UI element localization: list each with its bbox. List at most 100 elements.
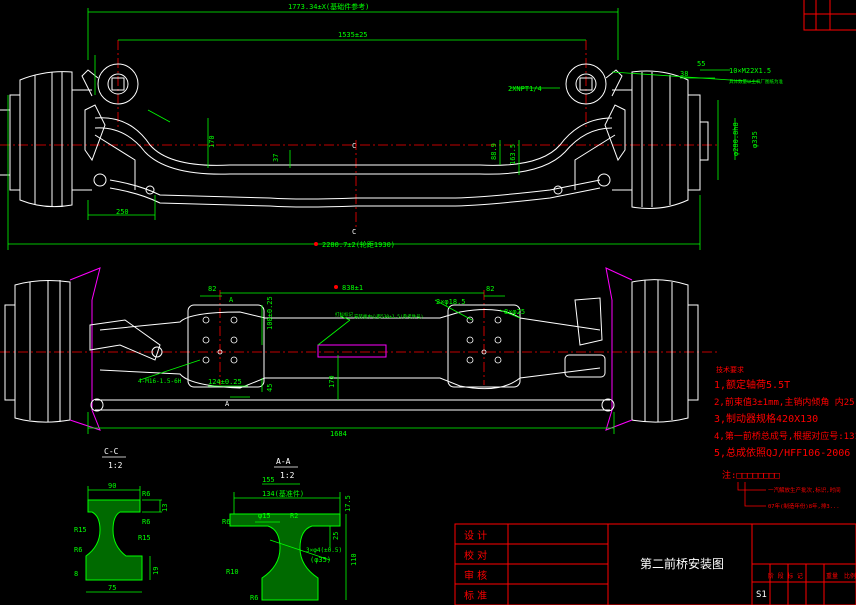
dim-aa-r10: R10 bbox=[226, 568, 239, 576]
dim-55: 55 bbox=[697, 60, 705, 68]
title-col-stage: 阶 段 标 记 bbox=[768, 572, 803, 580]
top-view-dimensions bbox=[7, 8, 761, 250]
title-block-grid bbox=[454, 523, 856, 605]
section-mark-c-top: C bbox=[352, 142, 356, 150]
dim-250: 250 bbox=[116, 208, 129, 216]
section-aa-title: A-A bbox=[276, 457, 291, 466]
dim-aa-17: 17.5 bbox=[344, 495, 352, 512]
dim-cc-75: 75 bbox=[108, 584, 116, 592]
dim-aa-25: 25 bbox=[332, 532, 340, 540]
tech-notes: 技术要求 1,额定轴荷5.5T 2,前束值3±1mm,主销内倾角 内25°±1°… bbox=[714, 365, 856, 510]
title-block: 设 计 校 对 审 核 标 准 第二前桥安装图 阶 段 标 记 重量 比例 S1 bbox=[454, 523, 856, 605]
section-aa: A-A 1:2 155 134(基准件) R6 R6 φ15 R2 3×φ4(±… bbox=[222, 457, 358, 602]
note-center-distance: 安装板中心距530±1.5(参考件号) bbox=[354, 313, 423, 320]
dim-m22: 10×M22X1.5 bbox=[729, 67, 771, 75]
section-mark-c-bottom: C bbox=[352, 228, 356, 236]
dim-124: 124±0.25 bbox=[208, 378, 242, 386]
dim-cc-r15-b: R15 bbox=[138, 534, 151, 542]
dim-38: 38 bbox=[680, 70, 688, 78]
note-title: 注:□□□□□□□□ bbox=[722, 469, 780, 481]
dim-aa-155: 155 bbox=[262, 476, 275, 484]
dim-88: 88.9 bbox=[490, 143, 498, 160]
section-aa-scale: 1:2 bbox=[280, 471, 295, 480]
dim-cc-r6-c: R6 bbox=[74, 546, 82, 554]
dim-45: 45 bbox=[266, 384, 274, 392]
dim-holes-right: 2×φ18.5 bbox=[436, 298, 466, 306]
note-line-1: 一汽解放生产批次,标识,时间 bbox=[768, 486, 841, 494]
title-row-design: 设 计 bbox=[464, 529, 487, 542]
dim-aa-r6b: R6 bbox=[250, 594, 258, 602]
dim-cc-13: 13 bbox=[161, 504, 169, 512]
section-aa-dims bbox=[233, 483, 347, 600]
dim-aa-110: 110 bbox=[350, 553, 358, 566]
dim-163: 163.5 bbox=[509, 144, 517, 165]
left-drum-front bbox=[4, 267, 101, 431]
top-view: 1773.34±X(基础件参考) 1535±25 2XNPT1/4 10×M22… bbox=[0, 2, 783, 250]
sheet-code: S1 bbox=[756, 590, 767, 600]
dim-170: 170 bbox=[208, 135, 216, 148]
dim-cc-8: 8 bbox=[74, 570, 78, 578]
marking-area bbox=[317, 344, 387, 358]
dim-aa-134: 134(基准件) bbox=[262, 489, 304, 498]
title-row-approve: 标 准 bbox=[464, 590, 487, 602]
dim-cc-r6-b: R6 bbox=[142, 518, 150, 526]
dim-aa-holes: 3×φ4(±0.5) bbox=[306, 547, 342, 554]
dim-cc-r15-a: R15 bbox=[74, 526, 87, 534]
dim-838: 838±1 bbox=[342, 284, 363, 292]
dim-dia: φ280.8h8 bbox=[732, 122, 740, 156]
dim-335: φ335 bbox=[751, 131, 759, 148]
dim-marker-dot-front bbox=[334, 285, 338, 289]
dim-37: 37 bbox=[272, 154, 280, 162]
dim-thread: 2XNPT1/4 bbox=[508, 85, 542, 93]
title-row-review: 审 核 bbox=[464, 569, 487, 582]
dim-cc-r6-a: R6 bbox=[142, 490, 150, 498]
dim-aa-d15: φ15 bbox=[258, 512, 271, 520]
dim-1684: 1684 bbox=[330, 430, 347, 438]
dim-m22-note: 具体数量以主机厂图纸为准 bbox=[729, 78, 783, 85]
section-cc-title: C-C bbox=[104, 447, 119, 456]
dim-aa-d35: (φ35) bbox=[310, 556, 331, 564]
tech-notes-heading: 技术要求 bbox=[716, 365, 744, 374]
title-col-weight: 重量 bbox=[826, 572, 838, 580]
dim-overall-bottom: 2280.7±2(轮距1930) bbox=[322, 240, 395, 249]
tech-note-4: 4,第一前桥总成号,根据对应号:131863 bbox=[714, 430, 856, 442]
brake-chambers bbox=[81, 63, 623, 105]
note-mark: 打标标记 bbox=[335, 311, 353, 318]
dim-height-left: 100±0.25 bbox=[266, 296, 274, 330]
dim-kingpin: 1535±25 bbox=[338, 31, 368, 39]
dim-cc-90: 90 bbox=[108, 482, 116, 490]
dim-holes-right2: 8×φ25 bbox=[504, 308, 525, 316]
tech-note-3: 3,制动器规格420X130 bbox=[714, 412, 818, 425]
section-mark-a-top: A bbox=[229, 296, 234, 304]
right-brake-drum bbox=[612, 70, 709, 209]
dim-cc-19: 19 bbox=[152, 567, 160, 575]
tech-note-2: 2,前束值3±1mm,主销内倾角 内25°±1° bbox=[714, 396, 856, 408]
tech-note-5: 5,总成依照QJ/HFF106-2006 bbox=[714, 446, 850, 459]
frame-top-right bbox=[803, 0, 856, 31]
dim-overall-top: 1773.34±X(基础件参考) bbox=[288, 2, 369, 11]
dim-170-front: 170 bbox=[328, 375, 336, 388]
section-aa-profile bbox=[229, 513, 341, 601]
axle-beam-front bbox=[89, 304, 615, 412]
drawing-title: 第二前桥安装图 bbox=[640, 556, 724, 571]
note-leader-lines bbox=[737, 482, 766, 507]
tech-note-1: 1,额定轴荷5.5T bbox=[714, 378, 790, 391]
dim-aa-r2: R2 bbox=[290, 512, 298, 520]
section-cc: C-C 1:2 90 R6 R6 R6 R15 R15 75 19 13 8 bbox=[74, 447, 169, 593]
section-cc-dims bbox=[86, 486, 162, 593]
top-view-centerlines bbox=[0, 40, 720, 230]
front-view-dimensions bbox=[87, 292, 615, 434]
dim-82-right: 82 bbox=[486, 285, 494, 293]
section-cc-profile bbox=[85, 499, 143, 581]
front-view-centerlines bbox=[0, 290, 720, 385]
front-view: 838±1 82 82 A 100±0.25 2×φ18.5 8×φ25 安装板… bbox=[0, 267, 720, 438]
dim-marker-dot bbox=[314, 242, 318, 246]
section-mark-a-bottom: A bbox=[225, 400, 230, 408]
title-row-check: 校 对 bbox=[464, 549, 487, 562]
section-cc-scale: 1:2 bbox=[108, 461, 123, 470]
note-line-2: 07年(制造年份)8年,排3... bbox=[768, 502, 840, 510]
dim-aa-r6: R6 bbox=[222, 518, 230, 526]
dim-thread-left: 4-M16-1.5-6H bbox=[138, 378, 182, 385]
